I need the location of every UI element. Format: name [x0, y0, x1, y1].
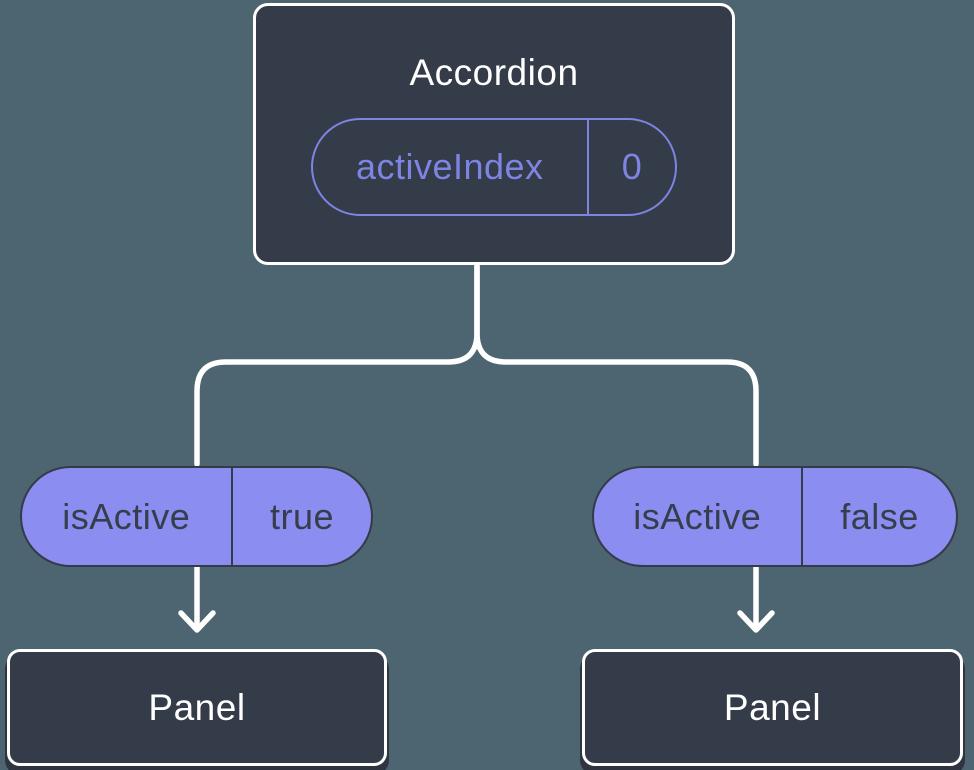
- prop-value: true: [269, 495, 335, 537]
- branch-left-line: [194, 263, 480, 467]
- left-arrow-head-icon: [178, 610, 216, 633]
- prop-name: isActive: [62, 495, 191, 537]
- right-arrow-head-icon: [737, 610, 775, 633]
- state-name: activeIndex: [355, 146, 544, 187]
- active-index-state-pill: activeIndex 0: [311, 118, 677, 216]
- branch-right-line: [474, 263, 759, 467]
- accordion-node: Accordion activeIndex 0: [253, 3, 735, 265]
- pill-divider: [230, 468, 233, 565]
- panel-title: Panel: [723, 686, 822, 728]
- is-active-false-pill: isActive false: [592, 466, 958, 567]
- pill-divider: [800, 468, 803, 565]
- is-active-true-pill: isActive true: [20, 466, 373, 567]
- prop-name: isActive: [633, 495, 762, 537]
- panel-node-right: Panel: [582, 649, 963, 766]
- panel-title: Panel: [148, 686, 246, 728]
- state-value: 0: [621, 146, 643, 187]
- prop-value: false: [840, 495, 919, 537]
- accordion-title: Accordion: [409, 52, 579, 93]
- pill-divider: [586, 120, 589, 214]
- panel-node-left: Panel: [7, 649, 387, 766]
